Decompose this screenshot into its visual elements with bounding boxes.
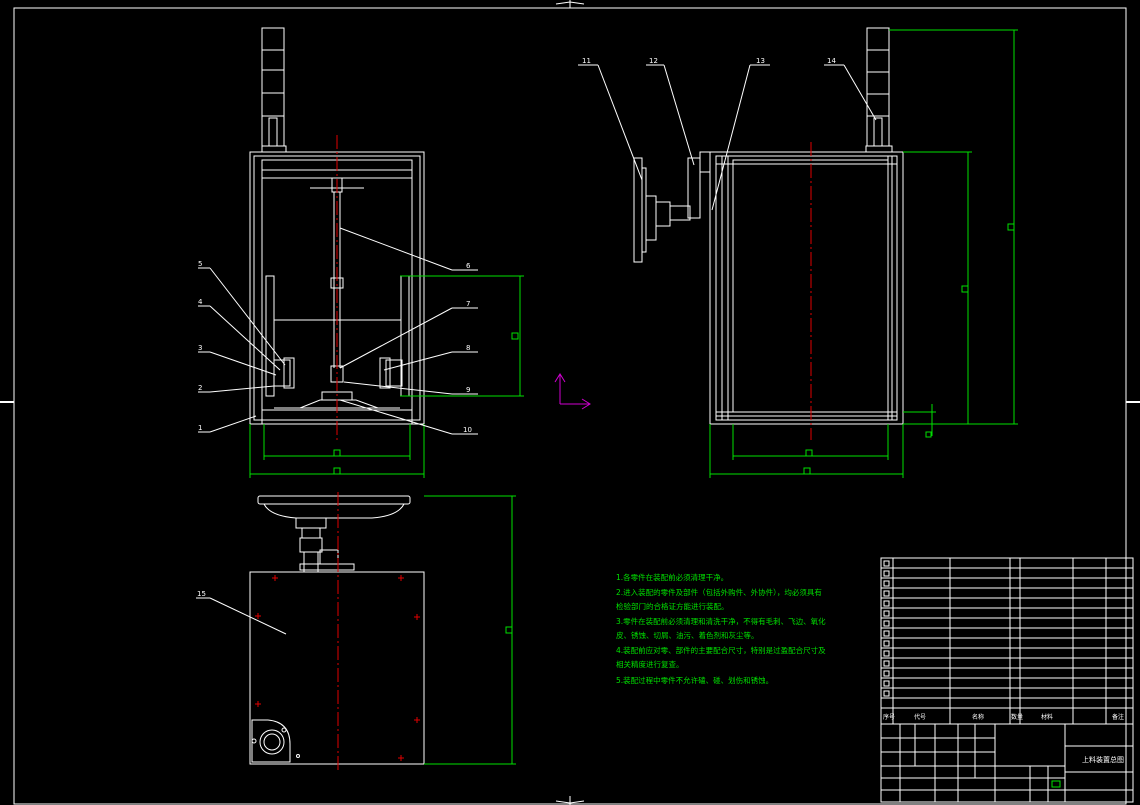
side-view — [633, 27, 1018, 478]
balloon-14: 14 — [827, 57, 836, 65]
note-line-6: 4.装配前应对零、部件的主要配合尺寸，特别是过盈配合尺寸及 — [616, 645, 826, 655]
bom-index-cell — [883, 580, 890, 587]
note-line-8: 5.装配过程中零件不允许磕、碰、划伤和锈蚀。 — [616, 675, 773, 685]
bom-index-cell — [883, 630, 890, 637]
parts-list: 序号 代号 名称 数量 材料 备注 — [880, 557, 1134, 725]
title-block: 上料装置总图 — [880, 723, 1134, 803]
note-line-7: 相关精度进行复查。 — [616, 659, 684, 669]
note-line-4: 3.零件在装配前必须清理和清洗干净，不得有毛刺、飞边、氧化 — [616, 616, 826, 626]
bom-index-cell — [883, 640, 890, 647]
bom-index-cell — [883, 600, 890, 607]
bom-header-name: 名称 — [972, 713, 984, 721]
balloon-3: 3 — [198, 344, 202, 352]
note-line-2: 2.进入装配的零件及部件（包括外购件、外协件），均必须具有 — [616, 587, 822, 597]
bom-index-cell — [883, 680, 890, 687]
balloon-4: 4 — [198, 298, 203, 306]
balloon-12: 12 — [649, 57, 658, 65]
front-leaders — [198, 227, 478, 435]
side-leaders — [578, 64, 877, 211]
note-line-5: 皮、锈蚀、切屑、油污、着色剂和灰尘等。 — [616, 630, 759, 640]
bom-index-cell — [883, 570, 890, 577]
balloon-13: 13 — [756, 57, 765, 65]
bom-index-cell — [883, 590, 890, 597]
drawing-border — [13, 7, 1127, 805]
balloon-1: 1 — [198, 424, 202, 432]
bom-header-code: 代号 — [914, 713, 926, 721]
balloon-6: 6 — [466, 262, 471, 270]
balloon-10: 10 — [463, 426, 472, 434]
balloon-2: 2 — [198, 384, 202, 392]
bom-header-index: 序号 — [883, 713, 895, 721]
bom-header-qty: 数量 — [1011, 713, 1023, 721]
bom-index-cell — [883, 650, 890, 657]
balloon-7: 7 — [466, 300, 470, 308]
note-line-1: 1.各零件在装配前必须清理干净。 — [616, 572, 728, 582]
bom-index-cell — [883, 620, 890, 627]
balloon-15: 15 — [197, 590, 206, 598]
balloon-8: 8 — [466, 344, 470, 352]
front-view — [249, 27, 524, 478]
drawing-title: 上料装置总图 — [1082, 755, 1124, 764]
top-view — [249, 492, 516, 772]
technical-notes: 1.各零件在装配前必须清理干净。 2.进入装配的零件及部件（包括外购件、外协件）… — [616, 572, 826, 685]
balloon-11: 11 — [582, 57, 591, 65]
bom-index-cell — [883, 690, 890, 697]
balloon-9: 9 — [466, 386, 470, 394]
bom-header-remark: 备注 — [1112, 713, 1124, 721]
balloon-5: 5 — [198, 260, 202, 268]
bom-index-cell — [883, 560, 890, 567]
ucs-icon — [554, 373, 591, 410]
note-line-3: 检验部门的合格证方能进行装配。 — [616, 601, 729, 611]
bom-index-cell — [883, 660, 890, 667]
bom-index-cell — [883, 610, 890, 617]
bom-header-material: 材料 — [1041, 713, 1053, 721]
bom-index-cell — [883, 670, 890, 677]
